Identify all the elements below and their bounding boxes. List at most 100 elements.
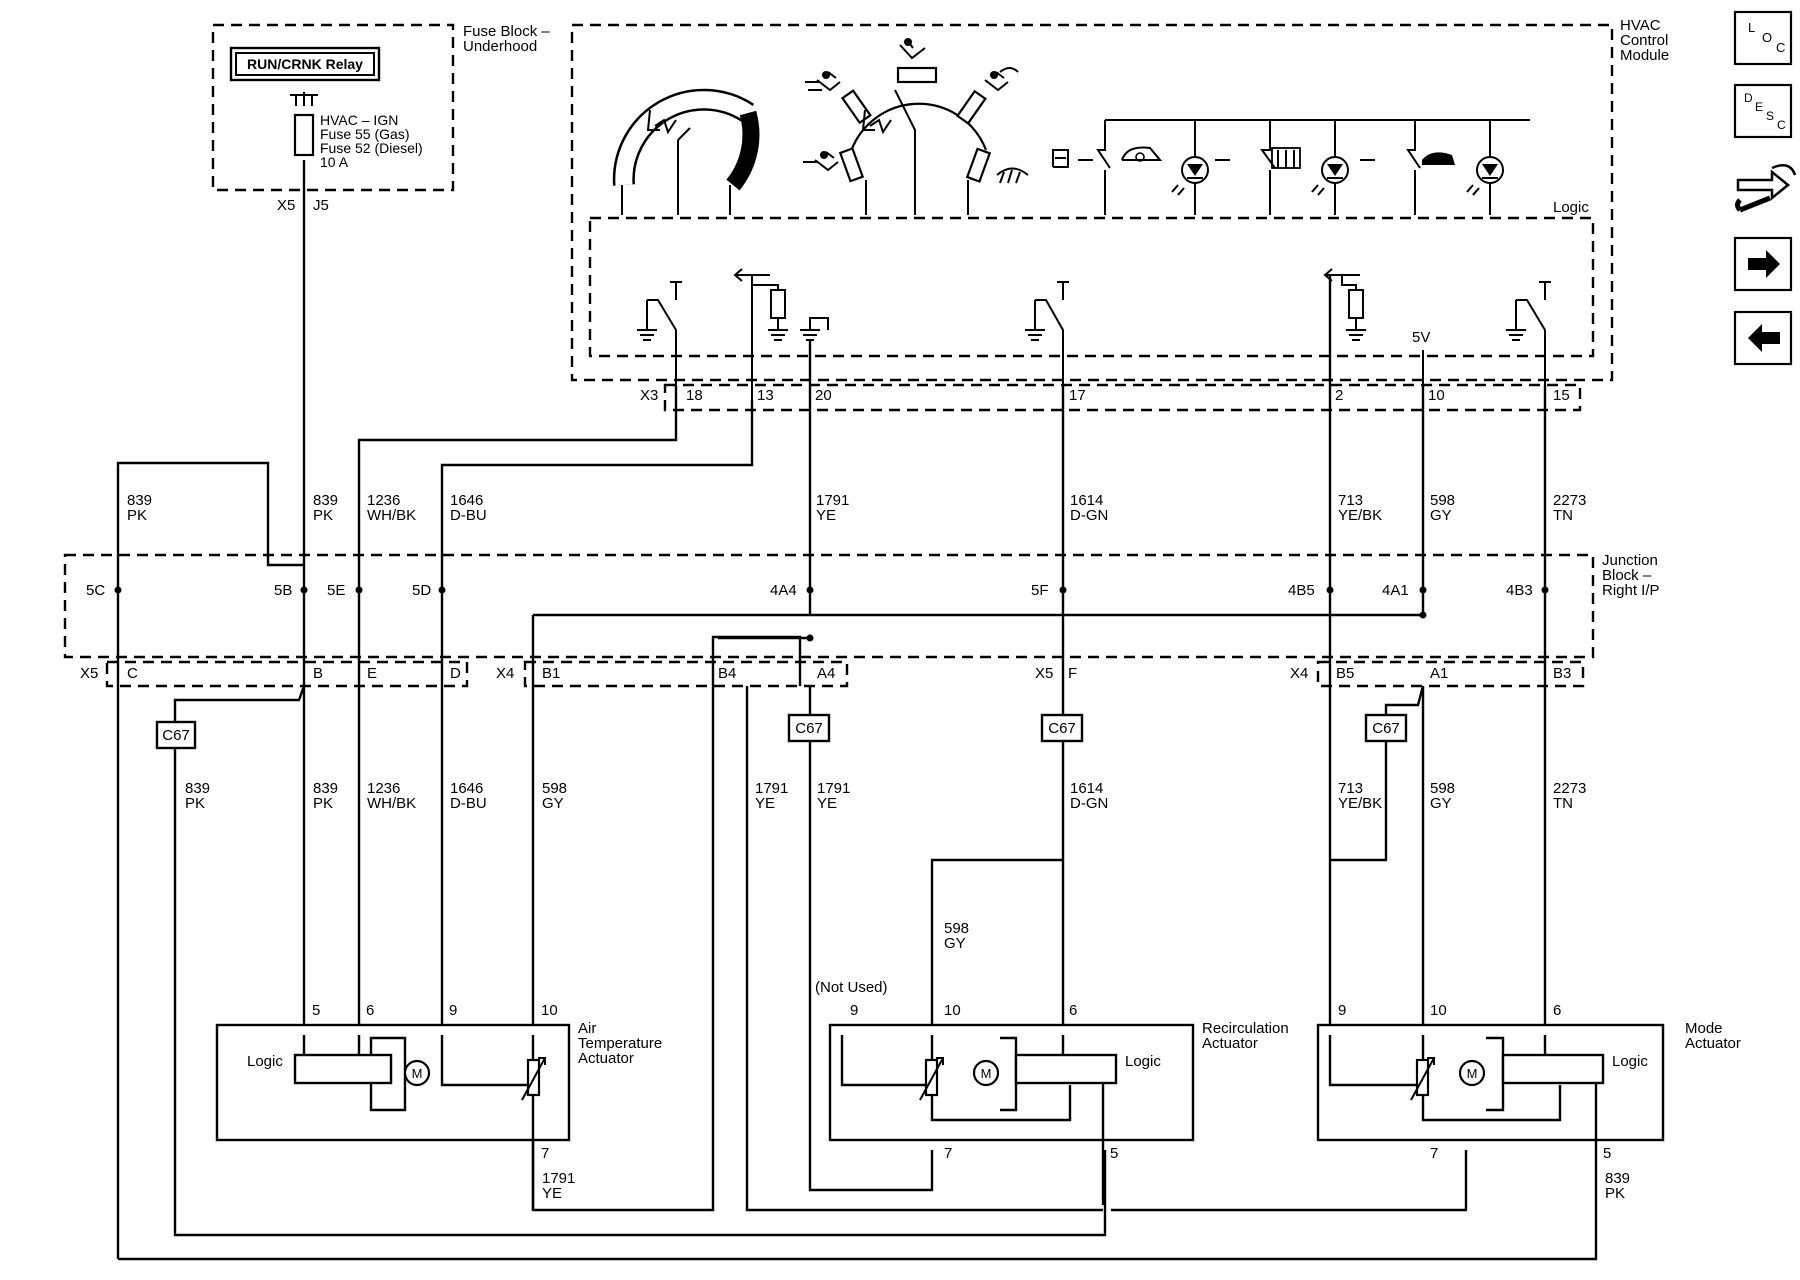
wire-circuit: 1646 — [450, 492, 483, 509]
mode-selector-knob-icon — [803, 38, 1029, 215]
not-used-label: (Not Used) — [815, 979, 888, 996]
jb-pin: 4B3 — [1506, 582, 1533, 599]
wire-circuit: 1791 — [542, 1170, 575, 1187]
lower-pin: E — [367, 665, 377, 682]
wire-color: TN — [1553, 795, 1573, 812]
actuator-pin: 6 — [1069, 1002, 1077, 1019]
svg-text:C67: C67 — [795, 720, 823, 737]
x3-pin: 10 — [1428, 387, 1445, 404]
lower-pin: A1 — [1430, 665, 1448, 682]
logic-label: Logic — [1553, 199, 1589, 216]
wire-color: WH/BK — [367, 795, 416, 812]
wire-circuit: 598 — [944, 920, 969, 937]
lower-pin: F — [1068, 665, 1077, 682]
relay-label: RUN/CRNK Relay — [247, 56, 363, 72]
five-volt-label: 5V — [1412, 329, 1430, 346]
wire-circuit: 839 — [313, 492, 338, 509]
wire-circuit: 2273 — [1553, 780, 1586, 797]
actuator-pin: 10 — [944, 1002, 961, 1019]
nav-panel: L O C D E S C — [1733, 10, 1797, 366]
x3-pin: 18 — [686, 387, 703, 404]
wire-color: YE/BK — [1338, 795, 1382, 812]
motor-symbol: M — [981, 1066, 992, 1081]
previous-page-button[interactable] — [1733, 310, 1793, 366]
wire-color: D-BU — [450, 507, 487, 524]
next-page-button[interactable] — [1733, 236, 1793, 292]
lower-wire-labels: 839 PK 839 PK 1236 WH/BK 1646 D-BU 598 G… — [185, 780, 1630, 1202]
lower-pin: B4 — [718, 665, 736, 682]
wire-circuit: 839 — [127, 492, 152, 509]
wire-color: YE — [816, 507, 836, 524]
wire-color: GY — [1430, 795, 1452, 812]
wire-color: D-BU — [450, 795, 487, 812]
actuator-pin: 6 — [366, 1002, 374, 1019]
actuator-logic-label: Logic — [247, 1053, 283, 1070]
wrench-icon[interactable] — [1735, 163, 1797, 213]
indicator-led-icon — [1311, 156, 1349, 196]
wire-circuit: 598 — [542, 780, 567, 797]
lower-pin: B — [313, 665, 323, 682]
lower-pin: B3 — [1553, 665, 1571, 682]
actuator-logic-label: Logic — [1612, 1053, 1648, 1070]
desc-letter: E — [1755, 100, 1763, 114]
loc-letter: L — [1748, 20, 1755, 35]
x3-connector: X3 18 13 20 17 2 10 15 — [640, 383, 1582, 412]
actuator-pin: 7 — [944, 1145, 952, 1162]
desc-letter: D — [1744, 91, 1753, 105]
jb-pin: 4A4 — [770, 582, 797, 599]
desc-letter: S — [1766, 109, 1774, 123]
jb-pin: 5E — [327, 582, 345, 599]
lower-pin: A4 — [817, 665, 835, 682]
recirculation-icon — [1121, 146, 1163, 162]
actuator-pin: 9 — [1338, 1002, 1346, 1019]
x3-conn-label: X3 — [640, 387, 658, 404]
wire-circuit: 1236 — [367, 492, 400, 509]
wire-color: PK — [313, 507, 333, 524]
x3-pin: 15 — [1553, 387, 1570, 404]
svg-text:C67: C67 — [1372, 720, 1400, 737]
internal-circuits: 5V — [637, 268, 1551, 400]
splice-c67: C67 C67 C67 C67 — [155, 713, 1408, 750]
wire-circuit: 839 — [185, 780, 210, 797]
defog-icon — [984, 67, 1019, 92]
actuator-pin: 7 — [541, 1145, 549, 1162]
svg-text:C67: C67 — [1048, 720, 1076, 737]
loc-letter: C — [1776, 40, 1785, 55]
arrow-left-icon — [1748, 324, 1780, 352]
description-button[interactable]: D E S C — [1733, 83, 1793, 139]
fuse-pin: J5 — [313, 197, 329, 214]
actuator-pin: 9 — [449, 1002, 457, 1019]
location-button[interactable]: L O C — [1733, 10, 1793, 66]
x3-pin: 20 — [815, 387, 832, 404]
actuator-pin: 10 — [1430, 1002, 1447, 1019]
wire-circuit: 839 — [313, 780, 338, 797]
vent-icon — [805, 71, 841, 92]
wire-color: GY — [1430, 507, 1452, 524]
lower-pin: D — [450, 665, 461, 682]
x3-pin: 13 — [757, 387, 774, 404]
actuator-pin: 6 — [1553, 1002, 1561, 1019]
wire-color: D-GN — [1070, 795, 1108, 812]
wire-circuit: 1614 — [1070, 780, 1103, 797]
wire-color: GY — [944, 935, 966, 952]
fuse-block-title: Fuse Block –Underhood — [463, 23, 550, 55]
x3-pin: 2 — [1335, 387, 1343, 404]
upper-wire-labels: 839 PK 839 PK 1236 WH/BK 1646 D-BU 1791 … — [127, 492, 1586, 524]
lower-pin: B1 — [542, 665, 560, 682]
wire-color: PK — [313, 795, 333, 812]
lower-pin: C — [127, 665, 138, 682]
lower-conn-label: X5 — [1035, 665, 1053, 682]
lower-conn-label: X4 — [1290, 665, 1308, 682]
motor-symbol: M — [412, 1066, 423, 1081]
lower-connectors: X5 X4 X5 X4 C B E D B1 B4 A4 F B5 A1 B3 — [80, 660, 1585, 688]
